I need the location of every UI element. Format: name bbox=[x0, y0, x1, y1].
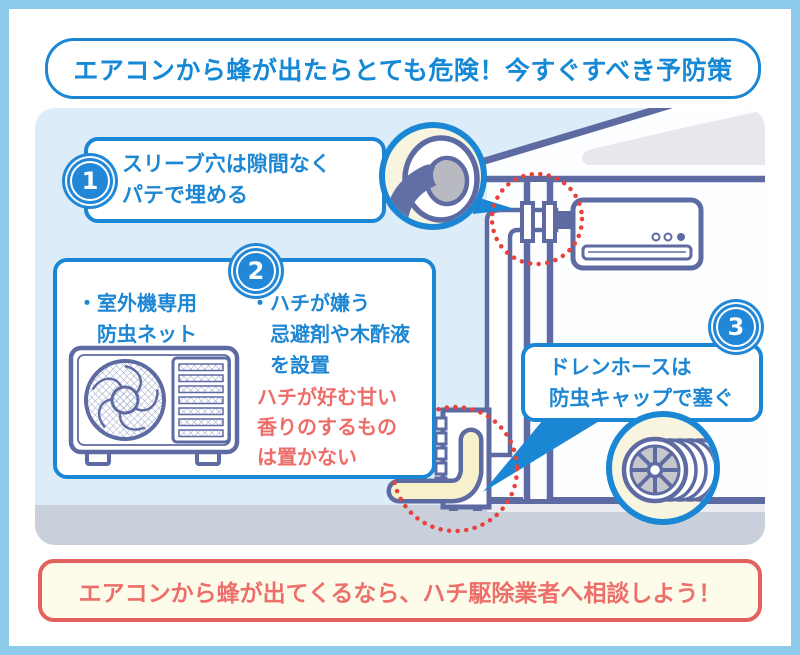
callout1-line2: パテで埋める bbox=[122, 183, 248, 207]
drain-cap-magnifier-icon bbox=[606, 411, 720, 525]
sleeve-putty-left bbox=[520, 201, 535, 243]
badge-ring bbox=[70, 161, 110, 201]
callout2-left-text: ・室外機専用 防虫ネット bbox=[77, 291, 197, 346]
badge-ring bbox=[236, 251, 276, 291]
footer-text: エアコンから蜂が出てくるなら、ハチ駆除業者へ相談しよう！ bbox=[78, 580, 722, 607]
callout1-line1: スリーブ穴は隙間なく bbox=[122, 151, 331, 176]
callout3-pointer bbox=[483, 420, 601, 492]
outdoor-unit-icon bbox=[68, 345, 240, 466]
sleeve-attention-circle bbox=[489, 171, 585, 267]
callout2-warning-text: ハチが好む甘い 香りのするもの は置かない bbox=[257, 385, 397, 469]
step-badge-3: 3 bbox=[713, 304, 759, 350]
callout3-line2: 防虫キャップで塞ぐ bbox=[549, 385, 734, 410]
drain-hose-icon bbox=[386, 427, 484, 504]
title-banner: エアコンから蜂が出たらとても危険！今すぐすべき予防策 bbox=[45, 38, 761, 99]
page-title: エアコンから蜂が出たらとても危険！今すぐすべき予防策 bbox=[73, 55, 733, 85]
sleeve-putty-right bbox=[542, 201, 557, 243]
pipe-stub bbox=[552, 211, 576, 229]
step-badge-2: 2 bbox=[233, 248, 279, 294]
putty-sleeve-magnifier-icon bbox=[379, 122, 487, 230]
callout3-line1: ドレンホースは bbox=[549, 354, 692, 379]
callout-drain-cap: ドレンホースは 防虫キャップで塞ぐ bbox=[521, 343, 763, 422]
drain-attention-circle bbox=[390, 404, 520, 534]
footer-banner: エアコンから蜂が出てくるなら、ハチ駆除業者へ相談しよう！ bbox=[38, 559, 762, 622]
badge-ring bbox=[716, 307, 756, 347]
roof-soffit bbox=[581, 110, 765, 165]
step-badge-1: 1 bbox=[67, 158, 113, 204]
callout-sleeve-putty: スリーブ穴は隙間なく パテで埋める bbox=[84, 137, 386, 223]
callout-outdoor-unit: ・室外機専用 防虫ネット ・ハチが嫌う 忌避剤や木酢液 を設置 ハチが好む甘い … bbox=[53, 258, 436, 479]
indoor-unit-icon bbox=[570, 197, 704, 271]
callout2-right-text: ・ハチが嫌う 忌避剤や木酢液 を設置 bbox=[250, 291, 410, 377]
